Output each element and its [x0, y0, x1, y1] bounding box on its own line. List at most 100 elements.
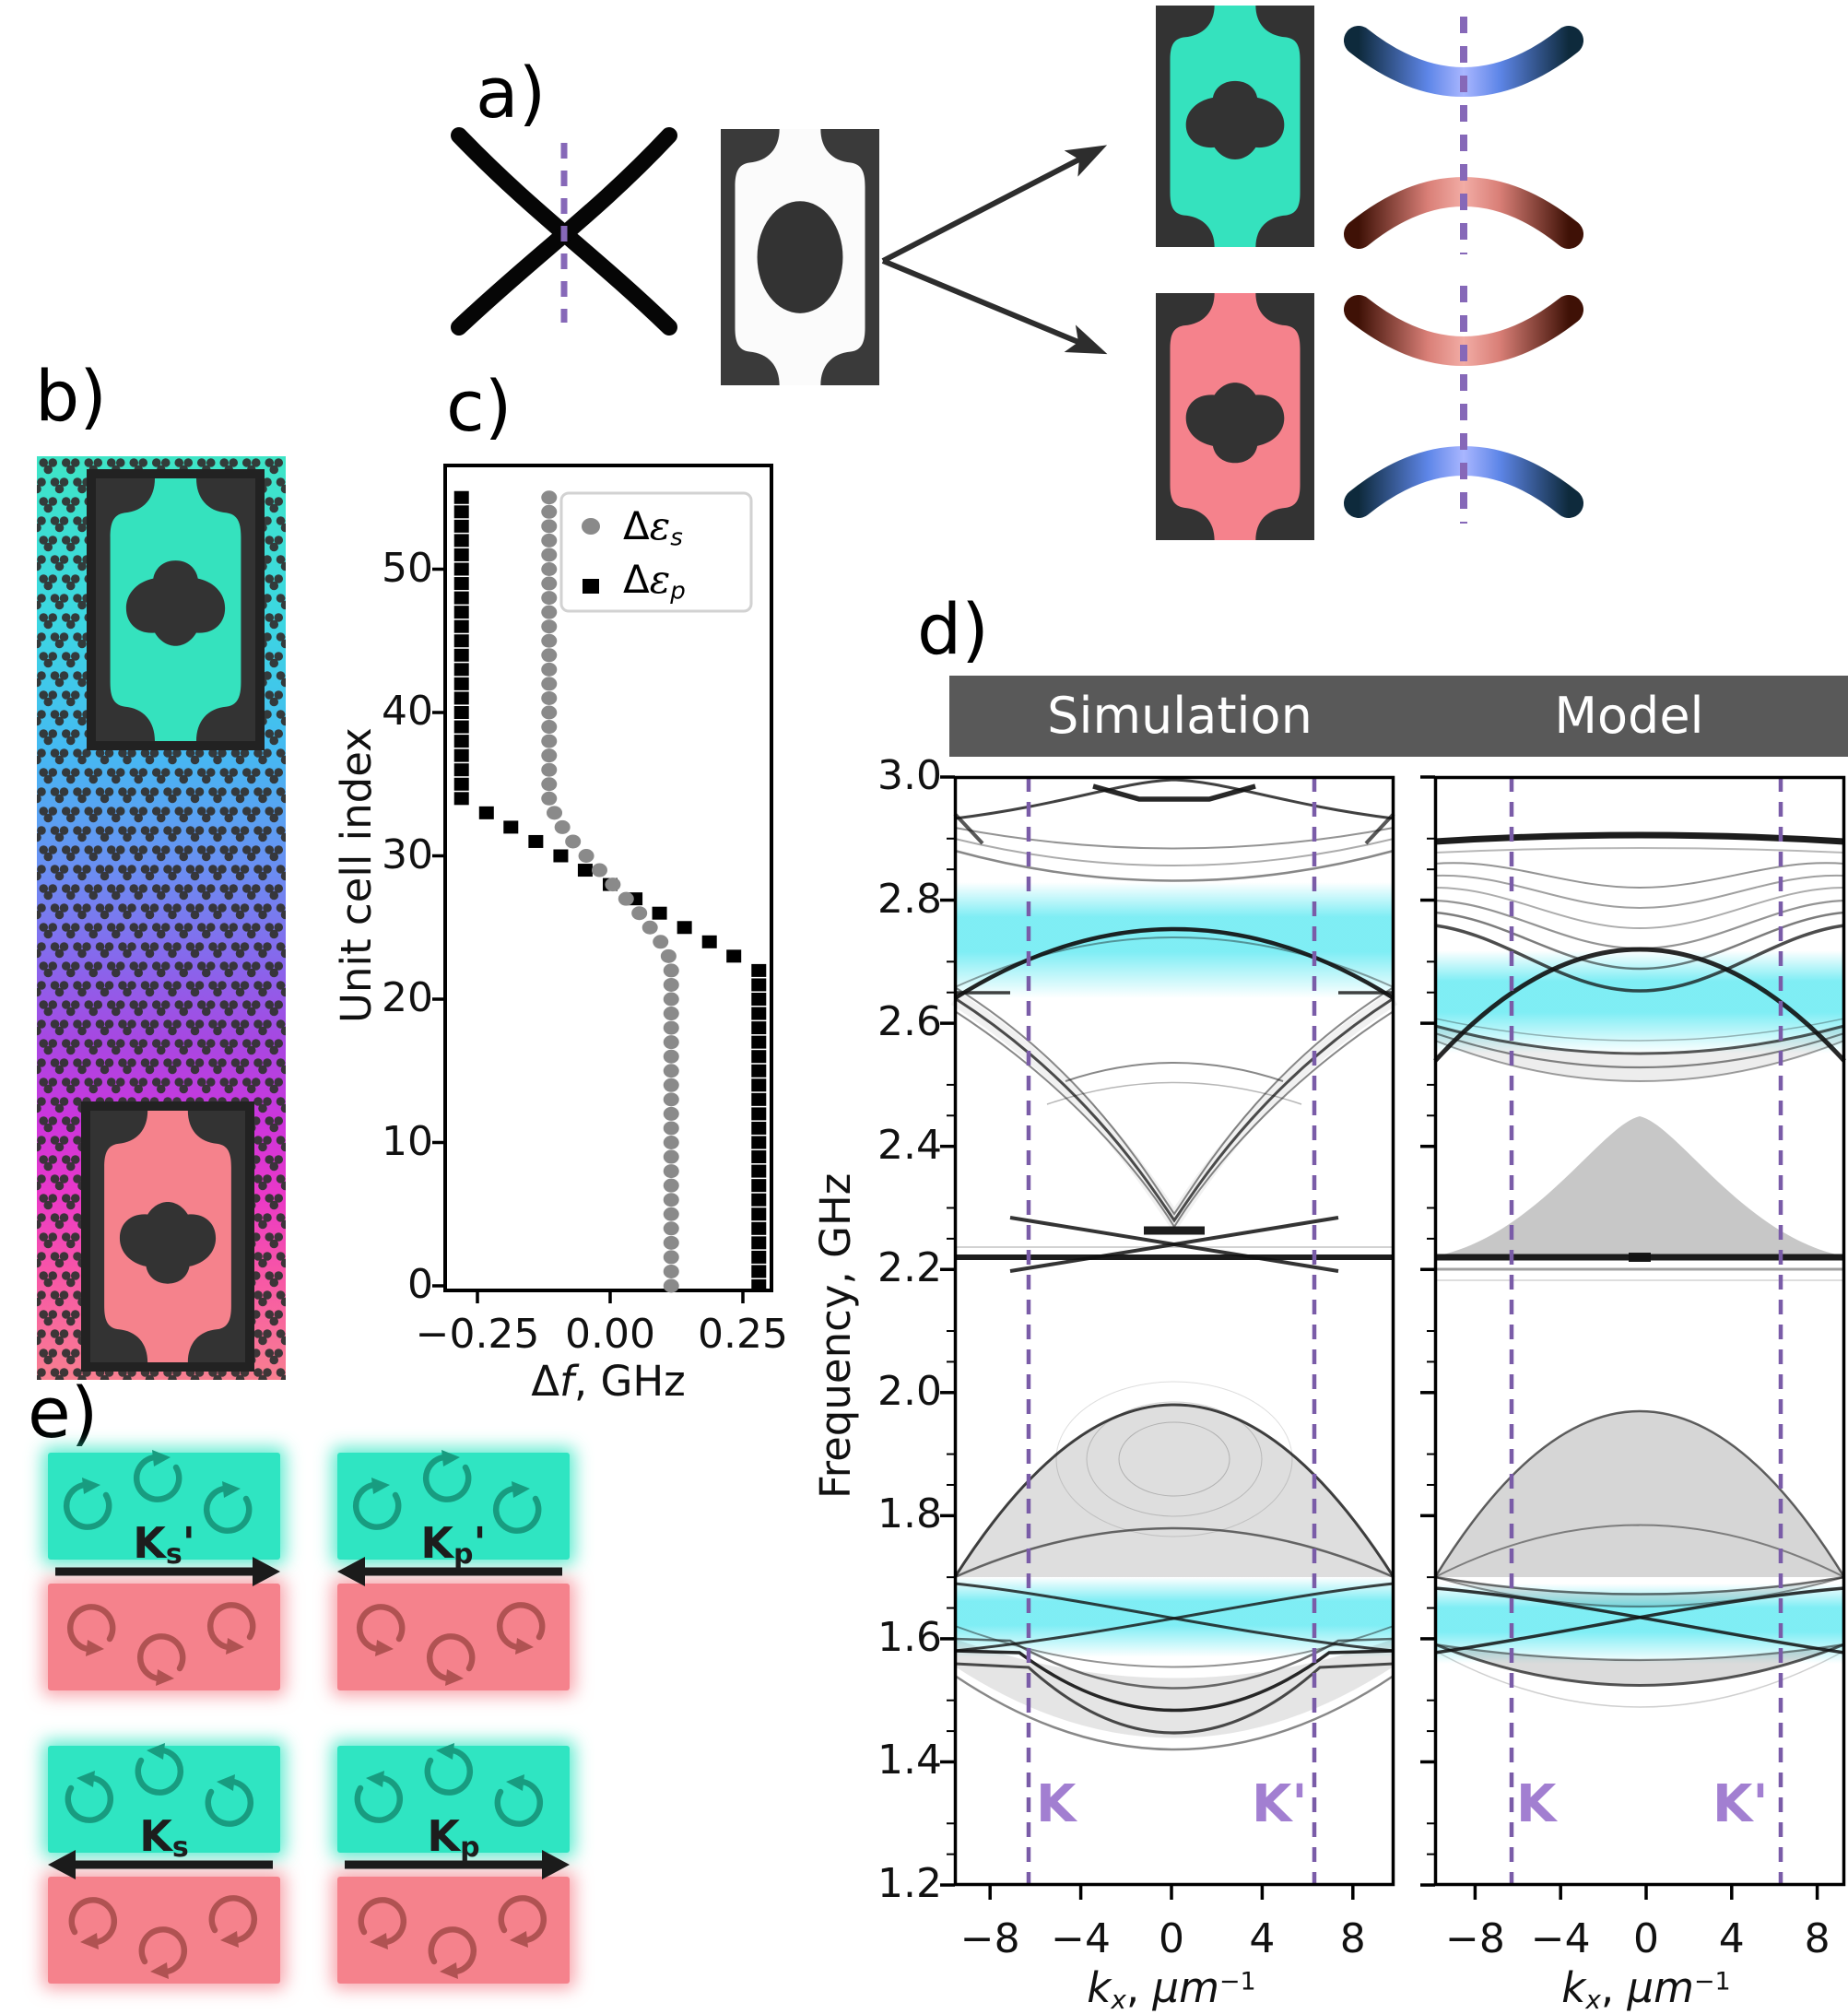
- tick-label: 8: [1339, 1915, 1366, 1962]
- mode-overlay: [55, 1447, 280, 1696]
- tick-label: 3.0: [877, 752, 942, 799]
- mode-label: Kp: [427, 1811, 480, 1864]
- edge-mode-card-kp-prime: Kp': [328, 1447, 579, 1696]
- axis-ticks: [940, 775, 1355, 1900]
- axis-ticks: [1420, 775, 1819, 1900]
- plot-frame: [953, 775, 1395, 1887]
- teal-domain: [337, 1453, 570, 1560]
- precession-swirl-icon: [430, 1636, 472, 1686]
- precession-swirl-icon: [136, 1450, 179, 1500]
- precession-swirl-icon: [428, 1743, 470, 1793]
- panel-e-label: e): [28, 1372, 99, 1454]
- precession-swirl-icon: [356, 1478, 398, 1527]
- precession-swirl-icon: [138, 1743, 181, 1793]
- tick-label: 2.0: [877, 1367, 942, 1415]
- precession-swirl-icon: [501, 1898, 544, 1948]
- edge-mode-card-kp: Kp: [328, 1740, 579, 1989]
- model-xlabel: kx, μm−1: [1561, 1963, 1731, 2014]
- panel-b-label: b): [35, 355, 107, 437]
- interface-propagation-arrow: [55, 1557, 280, 1586]
- tick-label: 0: [407, 1261, 433, 1308]
- lower-band-blue: [1344, 446, 1583, 518]
- detuning-plot-svg: [432, 464, 773, 1303]
- axis-ticks: [432, 567, 745, 1303]
- legend-marker-circle: [582, 518, 600, 535]
- column-header-bar: Simulation Model: [949, 676, 1848, 757]
- gap-highlight-upper: [1435, 950, 1844, 1054]
- mode-overlay: [345, 1740, 570, 1989]
- unit-cell-pink: [1156, 293, 1314, 540]
- detuning-profile-plot: Δεs Δεp Unit cell index Δf, GHz: [313, 424, 820, 1419]
- plot-frame: [1433, 775, 1846, 1887]
- precession-swirl-icon: [426, 1450, 468, 1500]
- precession-swirl-icon: [358, 1771, 400, 1820]
- tick-label: 2.4: [877, 1121, 942, 1169]
- interface-propagation-arrow: [345, 1850, 570, 1879]
- tick-label: 1.4: [877, 1737, 942, 1784]
- interface-propagation-arrow: [48, 1850, 273, 1879]
- band-pair-teal-cell: [1344, 17, 1583, 254]
- k-point-label-model: K: [1516, 1774, 1557, 1834]
- precession-swirl-icon: [210, 1605, 253, 1655]
- precession-swirl-icon: [431, 1929, 474, 1979]
- teal-domain: [48, 1746, 280, 1853]
- precession-swirl-icon: [72, 1900, 114, 1949]
- edge-mode-card-ks: Ks: [39, 1740, 289, 1989]
- precession-swirl-icon: [212, 1898, 254, 1948]
- precession-swirl-icon: [70, 1607, 112, 1656]
- tick-label: 1.2: [877, 1860, 942, 1908]
- precession-swirl-icon: [359, 1607, 402, 1656]
- tick-label: 50: [382, 544, 433, 592]
- mode-label: Ks: [139, 1811, 189, 1864]
- tick-label: 4: [1249, 1915, 1276, 1962]
- precession-swirl-icon: [361, 1900, 404, 1949]
- mode-overlay: [337, 1447, 562, 1696]
- tick-label: −4: [1530, 1915, 1591, 1962]
- tick-label: 20: [382, 974, 433, 1021]
- teal-domain: [337, 1746, 570, 1853]
- k-prime-label-model: K': [1713, 1774, 1769, 1834]
- tick-label: −8: [1444, 1915, 1505, 1962]
- mode-label: Kp': [420, 1518, 487, 1571]
- k-prime-label-sim: K': [1252, 1774, 1308, 1834]
- tick-label: 0: [1633, 1915, 1659, 1962]
- scatter-points: [453, 490, 767, 1293]
- tick-label: 0.00: [565, 1311, 655, 1358]
- tick-label: 0: [1159, 1915, 1184, 1962]
- tick-label: 2.6: [877, 998, 942, 1046]
- arrow-icon: [881, 258, 1108, 355]
- gap-highlight-upper: [955, 882, 1394, 998]
- sim-xlabel: kx, μm−1: [1087, 1963, 1256, 2014]
- unit-cell-teal: [1156, 6, 1314, 247]
- k-point-label-sim: K: [1036, 1774, 1077, 1834]
- c-xlabel: Δf, GHz: [531, 1357, 686, 1406]
- model-band-structure: [1420, 775, 1846, 1900]
- tick-label: 8: [1804, 1915, 1830, 1962]
- mode-overlay: [48, 1740, 273, 1989]
- model-bands: [1433, 831, 1846, 1708]
- tick-label: 1.6: [877, 1613, 942, 1661]
- lower-band-red: [1344, 177, 1583, 249]
- interface-propagation-arrow: [337, 1557, 562, 1586]
- simulation-band-structure: [940, 775, 1398, 1900]
- tick-label: 10: [382, 1117, 433, 1165]
- legend-entry-eps-s: Δεs: [623, 503, 683, 552]
- legend-box: [559, 491, 753, 613]
- tick-label: 2.8: [877, 875, 942, 923]
- precession-swirl-icon: [142, 1929, 184, 1979]
- panel-d-label: d): [917, 588, 989, 670]
- tick-label: 40: [382, 688, 433, 735]
- precession-swirl-icon: [140, 1636, 182, 1686]
- band-pair-pink-cell: [1344, 286, 1583, 524]
- pink-unit-cell-inset: [81, 1101, 254, 1372]
- tick-label: −4: [1051, 1915, 1112, 1962]
- teal-unit-cell-inset: [87, 469, 265, 750]
- tick-label: −0.25: [415, 1311, 540, 1358]
- domain-wall-lattice-image: [37, 456, 286, 1380]
- optimized-unit-cell-bw: [721, 129, 879, 385]
- tick-label: 1.8: [877, 1490, 942, 1538]
- teal-domain: [48, 1453, 280, 1560]
- precession-swirl-icon: [68, 1771, 111, 1820]
- tick-label: 4: [1718, 1915, 1745, 1962]
